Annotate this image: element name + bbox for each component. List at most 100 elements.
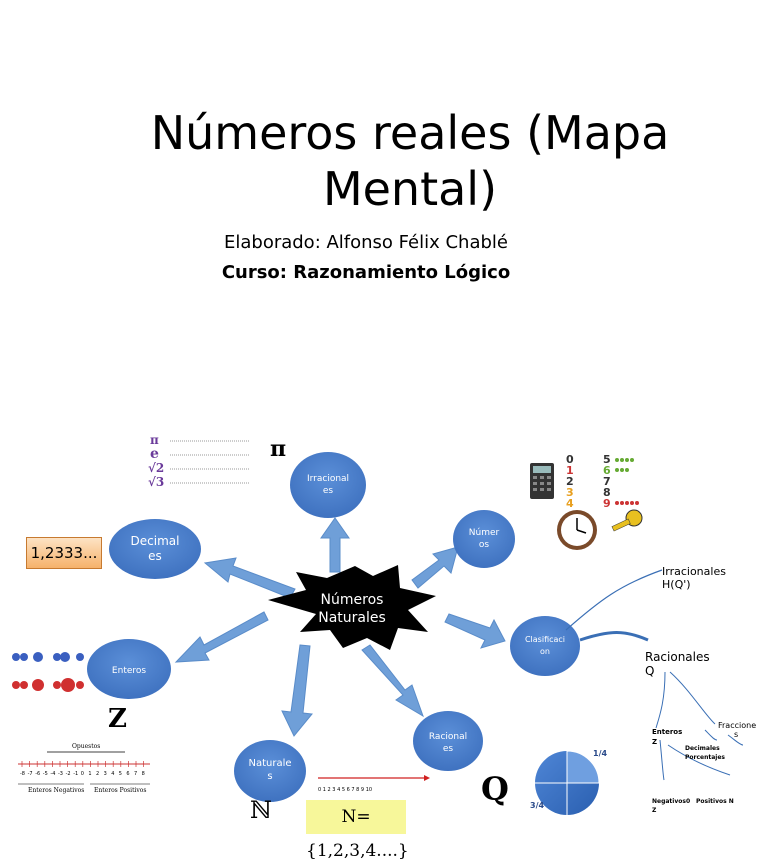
- n-symbol: ℕ: [250, 796, 272, 824]
- node-clasificacion-line1: Clasificaci: [525, 635, 565, 644]
- digit-3: 3: [566, 486, 574, 499]
- node-racionales-line2: es: [443, 744, 454, 754]
- constant-pi: π: [150, 433, 159, 447]
- number-line-tick-label: 1: [88, 771, 91, 777]
- classification-labels: Irracionales H(Q') Racionales Q Enteros …: [645, 565, 756, 814]
- number-line-tick-label: 3: [104, 771, 107, 777]
- digit-2: 2: [566, 475, 574, 488]
- digit-9: 9: [603, 497, 611, 510]
- slide-title: Números reales (Mapa Mental): [150, 106, 670, 216]
- n-line-ticks: 0 1 2 3 4 5 6 7 8 9 10: [318, 787, 372, 793]
- numbers-image: 0 1 2 3 4 5 6 7 8 9: [530, 453, 643, 550]
- tree-fracciones: Fraccione: [718, 721, 756, 730]
- number-line-tick-label: 4: [111, 771, 114, 777]
- arrow-to-decimales: [203, 557, 296, 599]
- pie-bottom-fraction: 3/4: [530, 801, 544, 810]
- node-enteros[interactable]: Enteros: [87, 639, 171, 699]
- clock-icon: [557, 510, 597, 550]
- tree-decimales: Decimales: [685, 745, 720, 752]
- arrow-to-clasificacion: [444, 613, 506, 649]
- decimal-example-box: 1,2333...: [26, 537, 102, 569]
- digit-1: 1: [566, 464, 574, 477]
- node-naturales-line2: s: [267, 771, 272, 782]
- node-decimales-line2: es: [148, 549, 162, 563]
- tree-fracciones-sub: s: [734, 730, 738, 739]
- tree-irracionales-sub: H(Q'): [662, 578, 691, 591]
- node-irracionales[interactable]: Irracional es: [290, 452, 366, 518]
- node-irracionales-line1: Irracional: [307, 474, 349, 484]
- node-irracionales-line2: es: [323, 486, 334, 496]
- number-line-tick-label: -2: [66, 771, 71, 777]
- digit-7: 7: [603, 475, 611, 488]
- author-line: Elaborado: Alfonso Félix Chablé: [223, 232, 508, 253]
- node-decimales-line1: Decimal: [131, 534, 180, 548]
- tree-negativos: Negativos0: [652, 798, 690, 805]
- node-numeros[interactable]: Númer os: [453, 510, 515, 568]
- number-line-tick-label: 7: [134, 771, 137, 777]
- node-naturales[interactable]: Naturale s: [234, 740, 306, 802]
- number-line-tick-label: -4: [50, 771, 55, 777]
- tape-measure-icon: [611, 509, 643, 532]
- tree-porcentajes: Porcentajes: [685, 754, 725, 761]
- number-line-tick-label: -8: [20, 771, 25, 777]
- constant-sqrt3: √3: [148, 475, 164, 489]
- node-racionales[interactable]: Racional es: [413, 711, 483, 771]
- digit-8: 8: [603, 486, 611, 499]
- number-line-tick-label: 0: [81, 771, 84, 777]
- number-line-tick-label: -1: [73, 771, 78, 777]
- constants-image: π e √2 √3: [148, 433, 250, 489]
- number-line-tick-label: -5: [43, 771, 48, 777]
- arrow-to-naturales: [281, 644, 313, 737]
- number-line-tick-label: -3: [58, 771, 63, 777]
- integers-image: [12, 652, 84, 692]
- digit-5: 5: [603, 453, 611, 466]
- center-label-line1: Números: [321, 592, 384, 608]
- tree-irracionales: Irracionales: [662, 565, 726, 578]
- center-star-shape: [268, 565, 436, 650]
- number-line-tick-label: 2: [96, 771, 99, 777]
- arrow-to-numeros: [411, 546, 459, 589]
- digit-0: 0: [566, 453, 574, 466]
- number-line-tick-label: -6: [35, 771, 40, 777]
- node-clasificacion[interactable]: Clasificaci on: [510, 616, 580, 676]
- natural-number-line: 0 1 2 3 4 5 6 7 8 9 10: [318, 775, 430, 793]
- tree-enteros-sub: Z: [652, 738, 657, 746]
- node-racionales-line1: Racional: [429, 732, 467, 742]
- pi-symbol: π: [270, 436, 286, 462]
- natural-set-box: N={1,2,3,4....}: [306, 800, 409, 861]
- number-line-left-label: Enteros Negativos: [28, 787, 84, 794]
- z-symbol: Z: [108, 704, 127, 734]
- node-decimales[interactable]: Decimal es: [109, 519, 201, 579]
- node-numeros-line1: Númer: [469, 528, 500, 538]
- node-numeros-line2: os: [479, 540, 490, 550]
- tree-enteros: Enteros: [652, 728, 682, 736]
- pie-top-fraction: 1/4: [593, 749, 607, 758]
- number-line-tick-label: 5: [119, 771, 122, 777]
- constant-sqrt2: √2: [148, 461, 164, 475]
- q-symbol: Q: [481, 770, 509, 808]
- tree-racionales: Racionales: [645, 650, 710, 664]
- node-clasificacion-line2: on: [540, 647, 550, 656]
- tree-negativos-sub: Z: [652, 807, 657, 814]
- digit-6: 6: [603, 464, 611, 477]
- number-line-tick-label: 6: [126, 771, 129, 777]
- classification-tree: [565, 569, 744, 781]
- node-enteros-line1: Enteros: [112, 666, 146, 676]
- number-line-right-label: Enteros Positivos: [94, 787, 147, 794]
- node-naturales-line1: Naturale: [248, 758, 291, 769]
- number-line-title: Opuestos: [72, 743, 100, 750]
- tree-positivos: Positivos N: [696, 798, 734, 805]
- arrow-to-enteros: [174, 611, 269, 663]
- number-line-tick-label: 8: [142, 771, 145, 777]
- tree-racionales-sub: Q: [645, 664, 654, 678]
- course-line: Curso: Razonamiento Lógico: [221, 262, 511, 283]
- fraction-pie-chart: 1/4 3/4: [530, 749, 607, 815]
- constant-e: e: [150, 446, 159, 462]
- arrow-to-irracionales: [320, 517, 350, 573]
- digit-4: 4: [566, 497, 574, 510]
- arrow-to-racionales: [361, 644, 424, 718]
- number-line-tick-label: -7: [28, 771, 33, 777]
- center-label-line2: Naturales: [318, 610, 386, 626]
